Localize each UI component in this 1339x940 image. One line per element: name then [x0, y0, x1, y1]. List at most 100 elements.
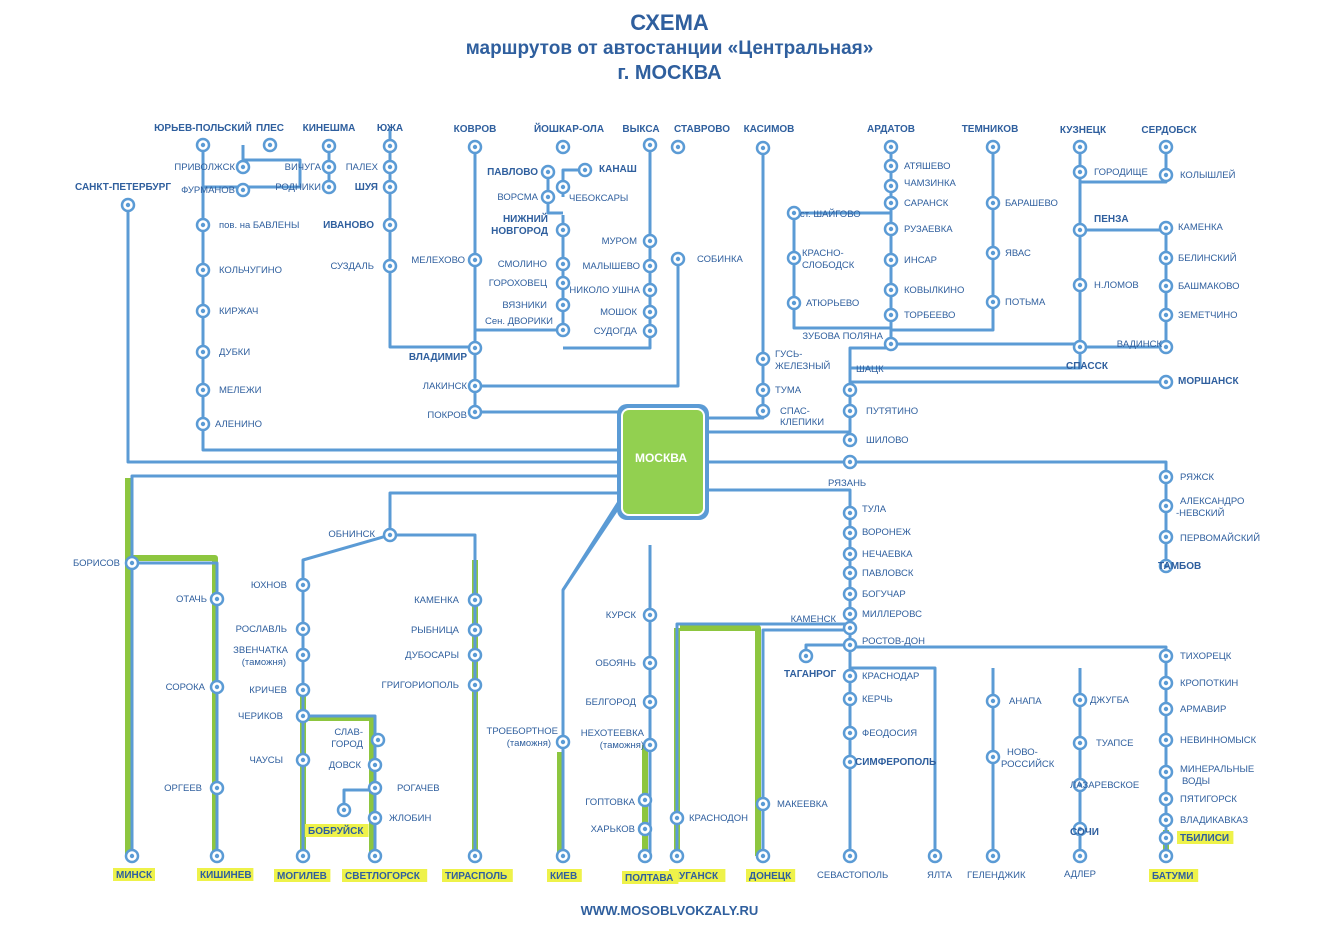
station-node[interactable]	[209, 780, 225, 796]
station-node[interactable]	[842, 432, 858, 448]
station-node[interactable]	[195, 382, 211, 398]
station-node[interactable]	[295, 577, 311, 593]
station-node[interactable]	[1158, 139, 1174, 155]
station-node[interactable]	[642, 323, 658, 339]
station-node[interactable]	[985, 294, 1001, 310]
station-node[interactable]	[295, 708, 311, 724]
station-node[interactable]	[295, 752, 311, 768]
station-node[interactable]	[755, 351, 771, 367]
station-node[interactable]	[1072, 821, 1088, 837]
station-node[interactable]	[467, 592, 483, 608]
station-node[interactable]	[467, 252, 483, 268]
station-node[interactable]	[555, 848, 571, 864]
station-node[interactable]	[883, 178, 899, 194]
station-node[interactable]	[555, 297, 571, 313]
station-node[interactable]	[555, 734, 571, 750]
station-node[interactable]	[367, 780, 383, 796]
station-node[interactable]	[642, 258, 658, 274]
station-node[interactable]	[1072, 848, 1088, 864]
station-node[interactable]	[669, 848, 685, 864]
station-node[interactable]	[195, 217, 211, 233]
station-node[interactable]	[670, 139, 686, 155]
station-node[interactable]	[295, 848, 311, 864]
station-node[interactable]	[235, 159, 251, 175]
station-node[interactable]	[883, 195, 899, 211]
station-node[interactable]	[670, 251, 686, 267]
station-node[interactable]	[467, 378, 483, 394]
station-node[interactable]	[637, 848, 653, 864]
station-node[interactable]	[985, 245, 1001, 261]
station-node[interactable]	[842, 403, 858, 419]
station-node[interactable]	[637, 821, 653, 837]
station-node[interactable]	[985, 848, 1001, 864]
station-node[interactable]	[1158, 675, 1174, 691]
station-node[interactable]	[755, 848, 771, 864]
station-node[interactable]	[321, 179, 337, 195]
station-node[interactable]	[842, 565, 858, 581]
station-node[interactable]	[1072, 222, 1088, 238]
station-node[interactable]	[235, 182, 251, 198]
station-node[interactable]	[209, 848, 225, 864]
station-node[interactable]	[842, 725, 858, 741]
station-node[interactable]	[642, 233, 658, 249]
station-node[interactable]	[842, 586, 858, 602]
website-url[interactable]: WWW.MOSOBLVOKZALY.RU	[580, 903, 759, 918]
station-node[interactable]	[985, 195, 1001, 211]
station-node[interactable]	[755, 403, 771, 419]
station-node[interactable]	[883, 336, 899, 352]
station-node[interactable]	[755, 796, 771, 812]
station-node[interactable]	[1072, 139, 1088, 155]
station-node[interactable]	[467, 647, 483, 663]
station-node[interactable]	[786, 250, 802, 266]
station-node[interactable]	[1158, 374, 1174, 390]
station-node[interactable]	[367, 810, 383, 826]
station-node[interactable]	[1158, 469, 1174, 485]
station-node[interactable]	[1158, 701, 1174, 717]
station-node[interactable]	[642, 737, 658, 753]
station-node[interactable]	[786, 295, 802, 311]
station-node[interactable]	[842, 620, 858, 636]
station-node[interactable]	[1158, 220, 1174, 236]
station-node[interactable]	[1072, 164, 1088, 180]
station-node[interactable]	[1158, 791, 1174, 807]
station-node[interactable]	[1072, 692, 1088, 708]
station-node[interactable]	[382, 258, 398, 274]
station-node[interactable]	[842, 754, 858, 770]
station-node[interactable]	[195, 262, 211, 278]
station-node[interactable]	[798, 648, 814, 664]
station-node[interactable]	[883, 252, 899, 268]
station-node[interactable]	[367, 757, 383, 773]
station-node[interactable]	[1072, 777, 1088, 793]
station-node[interactable]	[1158, 498, 1174, 514]
station-node[interactable]	[883, 307, 899, 323]
station-node[interactable]	[467, 622, 483, 638]
station-node[interactable]	[467, 340, 483, 356]
station-node[interactable]	[540, 189, 556, 205]
station-node[interactable]	[120, 197, 136, 213]
station-node[interactable]	[336, 802, 352, 818]
station-node[interactable]	[195, 416, 211, 432]
station-node[interactable]	[637, 792, 653, 808]
station-node[interactable]	[467, 848, 483, 864]
station-node[interactable]	[642, 607, 658, 623]
station-node[interactable]	[555, 256, 571, 272]
station-node[interactable]	[642, 655, 658, 671]
station-node[interactable]	[1072, 735, 1088, 751]
station-node[interactable]	[842, 668, 858, 684]
station-node[interactable]	[1158, 830, 1174, 846]
station-node[interactable]	[1158, 339, 1174, 355]
station-node[interactable]	[295, 621, 311, 637]
station-node[interactable]	[1158, 529, 1174, 545]
station-node[interactable]	[370, 732, 386, 748]
station-node[interactable]	[985, 693, 1001, 709]
station-node[interactable]	[382, 138, 398, 154]
station-node[interactable]	[195, 137, 211, 153]
hub-inner[interactable]	[621, 408, 705, 516]
station-node[interactable]	[540, 164, 556, 180]
station-node[interactable]	[555, 139, 571, 155]
station-node[interactable]	[467, 139, 483, 155]
station-node[interactable]	[883, 139, 899, 155]
station-node[interactable]	[1072, 277, 1088, 293]
station-node[interactable]	[1158, 307, 1174, 323]
station-node[interactable]	[295, 647, 311, 663]
